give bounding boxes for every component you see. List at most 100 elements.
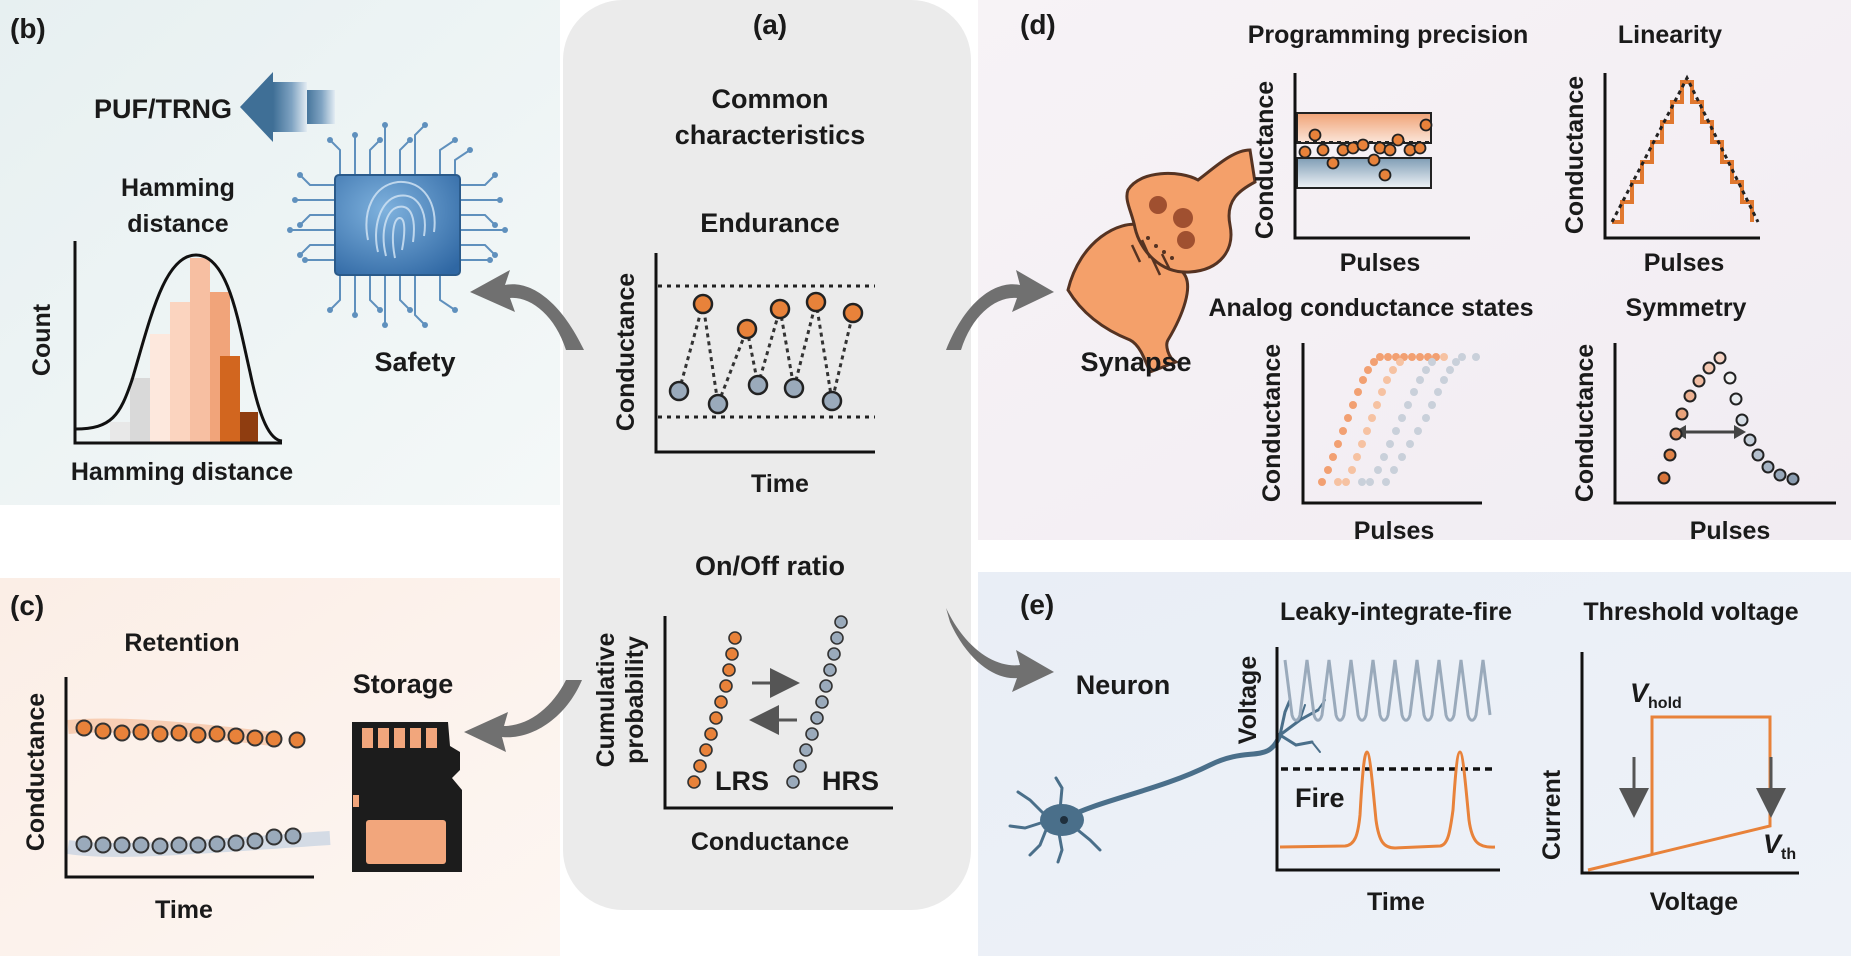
endurance-hrs-point [707, 393, 729, 415]
retention-lrs-point [288, 731, 306, 749]
hamming-bar [220, 356, 240, 444]
hrs-point [834, 615, 848, 629]
retention-hrs-points [75, 827, 302, 855]
analog-title: Analog conductance states [1208, 294, 1533, 322]
arrow-to-synapse [946, 270, 1054, 350]
endurance-lrs-point [805, 291, 827, 313]
endurance-lrs-point [842, 302, 864, 324]
retention-hrs-point [113, 836, 131, 854]
linearity-step-trace [1612, 80, 1754, 224]
endurance-lrs-point [692, 293, 714, 315]
arrow-to-neuron [946, 608, 1054, 692]
lif-axes [1275, 647, 1500, 872]
retention-lrs-point [151, 725, 169, 743]
retention-axes [64, 677, 314, 879]
hamming-ylabel: Count [28, 303, 56, 376]
endurance-xlabel: Time [751, 470, 809, 498]
threshold-xlabel: Voltage [1650, 888, 1739, 916]
retention-lrs-point [246, 729, 264, 747]
retention-hrs-point [189, 836, 207, 854]
precision-hrs-band [1296, 157, 1432, 189]
retention-ylabel: Conductance [22, 693, 50, 851]
retention-hrs-point [151, 837, 169, 855]
endurance-ylabel: Conductance [612, 273, 640, 431]
hrs-point [810, 711, 824, 725]
onoff-lrs-label: LRS [715, 766, 769, 796]
threshold-chart [1580, 652, 1799, 875]
retention-lrs-points [75, 719, 306, 749]
endurance-hrs-point [821, 390, 843, 412]
analog-xlabel: Pulses [1354, 517, 1435, 545]
linearity-title: Linearity [1618, 21, 1722, 49]
endurance-chart [654, 253, 875, 454]
safety-label: Safety [374, 347, 455, 377]
onoff-title: On/Off ratio [695, 551, 845, 581]
lrs-point [725, 647, 739, 661]
hamming-bar [130, 378, 150, 444]
sd-card-icon [352, 722, 462, 872]
hamming-distribution-curve [74, 253, 283, 443]
hamming-xlabel: Hamming distance [71, 458, 293, 486]
vhold-symbol: V [1630, 678, 1650, 708]
hamming-title-line2: distance [127, 210, 229, 238]
lrs-point [714, 695, 728, 709]
linearity-ylabel: Conductance [1561, 76, 1589, 234]
synapse-icon [1066, 148, 1257, 374]
retention-hrs-point [265, 828, 283, 846]
hamming-bar [110, 422, 130, 444]
vhold-subscript: hold [1648, 695, 1682, 712]
linearity-ideal-line [1610, 74, 1760, 223]
retention-hrs-point [284, 827, 302, 845]
hamming-histogram [73, 241, 283, 445]
retention-hrs-point [75, 835, 93, 853]
symmetry-chart [1613, 343, 1836, 505]
endurance-axes [654, 253, 875, 454]
retention-hrs-point [246, 832, 264, 850]
hamming-bar [240, 412, 258, 444]
onoff-hrs-label: HRS [822, 766, 879, 796]
symmetry-xlabel: Pulses [1690, 517, 1771, 545]
symmetry-ylabel: Conductance [1571, 344, 1599, 502]
flow-arrows [464, 270, 1054, 752]
endurance-hrs-point [783, 377, 805, 399]
hamming-bar [170, 302, 190, 444]
retention-lrs-point [113, 724, 131, 742]
lrs-point [687, 775, 701, 789]
endurance-hrs-point [747, 374, 769, 396]
threshold-ylabel: Current [1538, 769, 1566, 860]
precision-xlabel: Pulses [1340, 249, 1421, 277]
hrs-point [786, 775, 800, 789]
fingerprint-chip-icon [287, 122, 508, 328]
neuron-nucleus [1060, 816, 1068, 824]
panel-c-letter: (c) [10, 590, 44, 621]
lrs-point [699, 743, 713, 757]
retention-lrs-point [265, 730, 283, 748]
symmetry-axes [1613, 343, 1836, 505]
analog-chart [1301, 343, 1482, 505]
precision-ylabel: Conductance [1251, 81, 1279, 239]
neuron-label: Neuron [1076, 670, 1171, 700]
linearity-chart [1603, 73, 1760, 240]
panel-d-letter: (d) [1020, 9, 1056, 40]
threshold-axes [1580, 652, 1799, 875]
hrs-point [799, 743, 813, 757]
retention-hrs-point [94, 836, 112, 854]
lrs-point [722, 663, 736, 677]
precision-title: Programming precision [1248, 21, 1529, 49]
threshold-iv-loop [1587, 715, 1772, 872]
hrs-point [819, 679, 833, 693]
hamming-bar [190, 258, 210, 444]
lrs-point [693, 759, 707, 773]
lrs-point [728, 631, 742, 645]
lif-title: Leaky-integrate-fire [1280, 598, 1512, 626]
lif-membrane-trace [1279, 750, 1496, 850]
hrs-point [793, 759, 807, 773]
endurance-title: Endurance [700, 208, 840, 238]
lif-chart [1275, 647, 1500, 872]
endurance-trace [677, 301, 855, 410]
lrs-point [709, 711, 723, 725]
vth-label: Vth [1763, 829, 1796, 863]
onoff-axes [663, 616, 893, 810]
panel-a-title-line2: characteristics [675, 120, 866, 150]
